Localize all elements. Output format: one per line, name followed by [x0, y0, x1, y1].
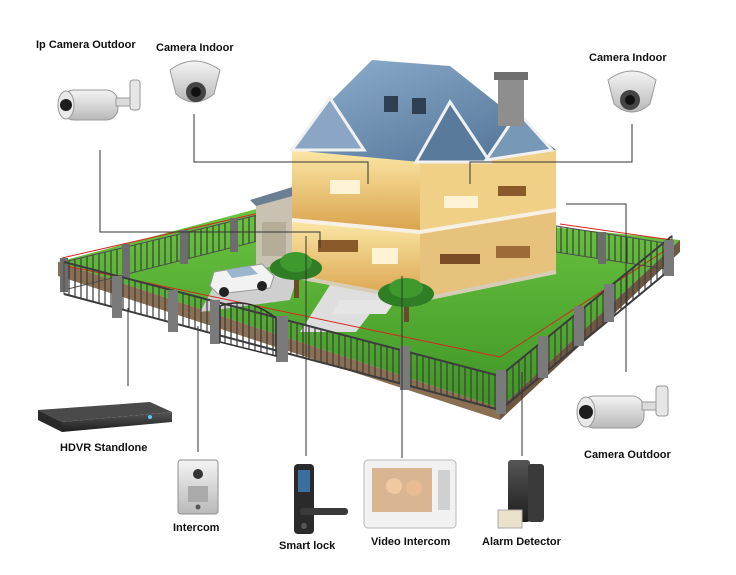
front-fence — [63, 234, 674, 414]
connector-line — [193, 114, 369, 184]
palm-tree — [378, 278, 434, 322]
hdvr-standalone-label: HDVR Standlone — [60, 442, 148, 454]
camera-outdoor-label: Camera Outdoor — [584, 449, 671, 461]
connector-line — [99, 150, 321, 248]
upper-floor-side — [420, 150, 556, 232]
house — [250, 60, 557, 314]
intercom-label: Intercom — [173, 522, 220, 534]
front-gate — [219, 302, 277, 357]
ip-camera-outdoor-label: Ip Camera Outdoor — [36, 39, 136, 51]
car — [209, 263, 275, 297]
camera-indoor-right-label: Camera Indoor — [589, 52, 667, 64]
smart-lock-label: Smart lock — [279, 540, 336, 552]
intercom-icon — [177, 459, 219, 515]
camera-indoor-left-label: Camera Indoor — [156, 42, 234, 54]
alarm-detector-icon — [497, 460, 544, 529]
connector-line — [566, 203, 627, 372]
connector-lines — [99, 114, 633, 458]
camera-indoor-icon — [169, 60, 221, 103]
hdvr-icon — [38, 402, 172, 432]
alarm-beam — [559, 223, 673, 241]
ip-camera-outdoor-icon — [57, 79, 141, 121]
chimney — [498, 76, 524, 126]
landscaping — [209, 252, 434, 322]
video-intercom-icon — [363, 459, 457, 529]
smart-lock-icon — [294, 464, 348, 534]
connector-line — [469, 124, 633, 184]
palm-tree — [270, 252, 322, 298]
camera-outdoor-icon — [576, 385, 669, 429]
video-intercom-label: Video Intercom — [371, 536, 451, 548]
alarm-detector-label: Alarm Detector — [482, 536, 561, 548]
camera-indoor-icon — [607, 70, 657, 113]
